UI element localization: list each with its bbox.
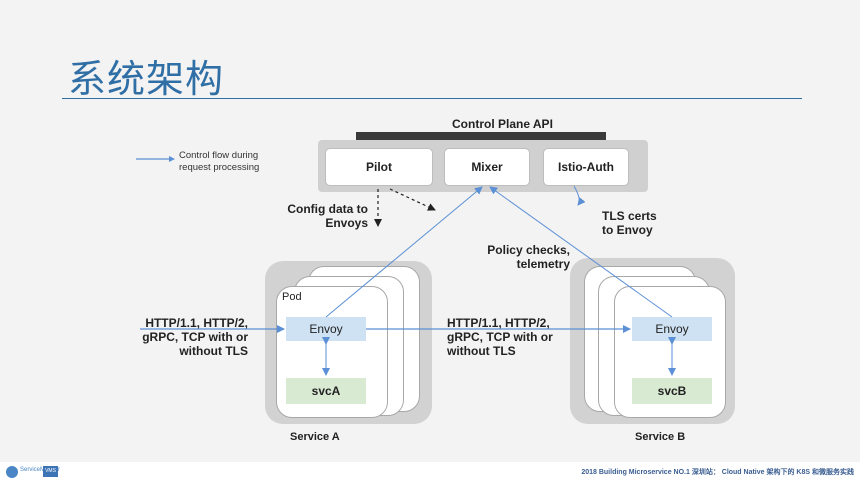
logo-text: ServiceMesher — [20, 467, 61, 473]
s2s-protocols-line-2: gRPC, TCP with or — [447, 330, 553, 344]
pilot-config-arrow-diagonal — [389, 188, 436, 211]
logo-badge: VMS — [43, 466, 58, 477]
inbound-protocols: HTTP/1.1, HTTP/2, gRPC, TCP with or with… — [130, 316, 248, 358]
logo-icon — [6, 466, 18, 478]
footer: ServiceMesher VMS 2018 Building Microser… — [0, 462, 860, 482]
mixer-box: Mixer — [444, 148, 530, 186]
service-a-label: Service A — [290, 431, 340, 443]
service-b-label: Service B — [635, 431, 686, 443]
tls-annotation-line-1: TLS certs — [602, 209, 657, 223]
inbound-protocols-line-2: gRPC, TCP with or — [142, 330, 248, 344]
title-divider — [62, 98, 802, 99]
service-b-envoy: Envoy — [632, 317, 712, 341]
slide-title: 系统架构 — [68, 57, 225, 101]
legend-line-1: Control flow during — [179, 150, 259, 161]
tls-annotation-line-2: to Envoy — [602, 223, 653, 237]
tls-annotation: TLS certs to Envoy — [602, 209, 657, 237]
config-annotation: Config data to Envoys — [270, 202, 368, 230]
istio-auth-box: Istio-Auth — [543, 148, 629, 186]
service-a-envoy: Envoy — [286, 317, 366, 341]
inbound-protocols-line-1: HTTP/1.1, HTTP/2, — [145, 316, 248, 330]
config-annotation-line-2: Envoys — [325, 216, 368, 230]
policy-annotation-line-1: Policy checks, — [487, 243, 570, 257]
service-to-service-protocols: HTTP/1.1, HTTP/2, gRPC, TCP with or with… — [447, 316, 553, 358]
policy-annotation: Policy checks, telemetry — [470, 243, 570, 271]
legend-text: Control flow during request processing — [179, 150, 259, 174]
config-annotation-line-1: Config data to — [287, 202, 368, 216]
control-plane-title: Control Plane API — [452, 117, 553, 131]
policy-annotation-line-2: telemetry — [516, 257, 570, 271]
pod-label: Pod — [282, 291, 302, 303]
svcb-box: svcB — [632, 378, 712, 404]
pilot-box: Pilot — [325, 148, 433, 186]
s2s-protocols-line-3: without TLS — [447, 344, 516, 358]
footer-text: 2018 Building Microservice NO.1 深圳站： Clo… — [581, 469, 854, 476]
inbound-protocols-line-3: without TLS — [179, 344, 248, 358]
s2s-protocols-line-1: HTTP/1.1, HTTP/2, — [447, 316, 550, 330]
svca-box: svcA — [286, 378, 366, 404]
control-plane-bar — [356, 132, 606, 140]
legend-line-2: request processing — [179, 162, 260, 173]
